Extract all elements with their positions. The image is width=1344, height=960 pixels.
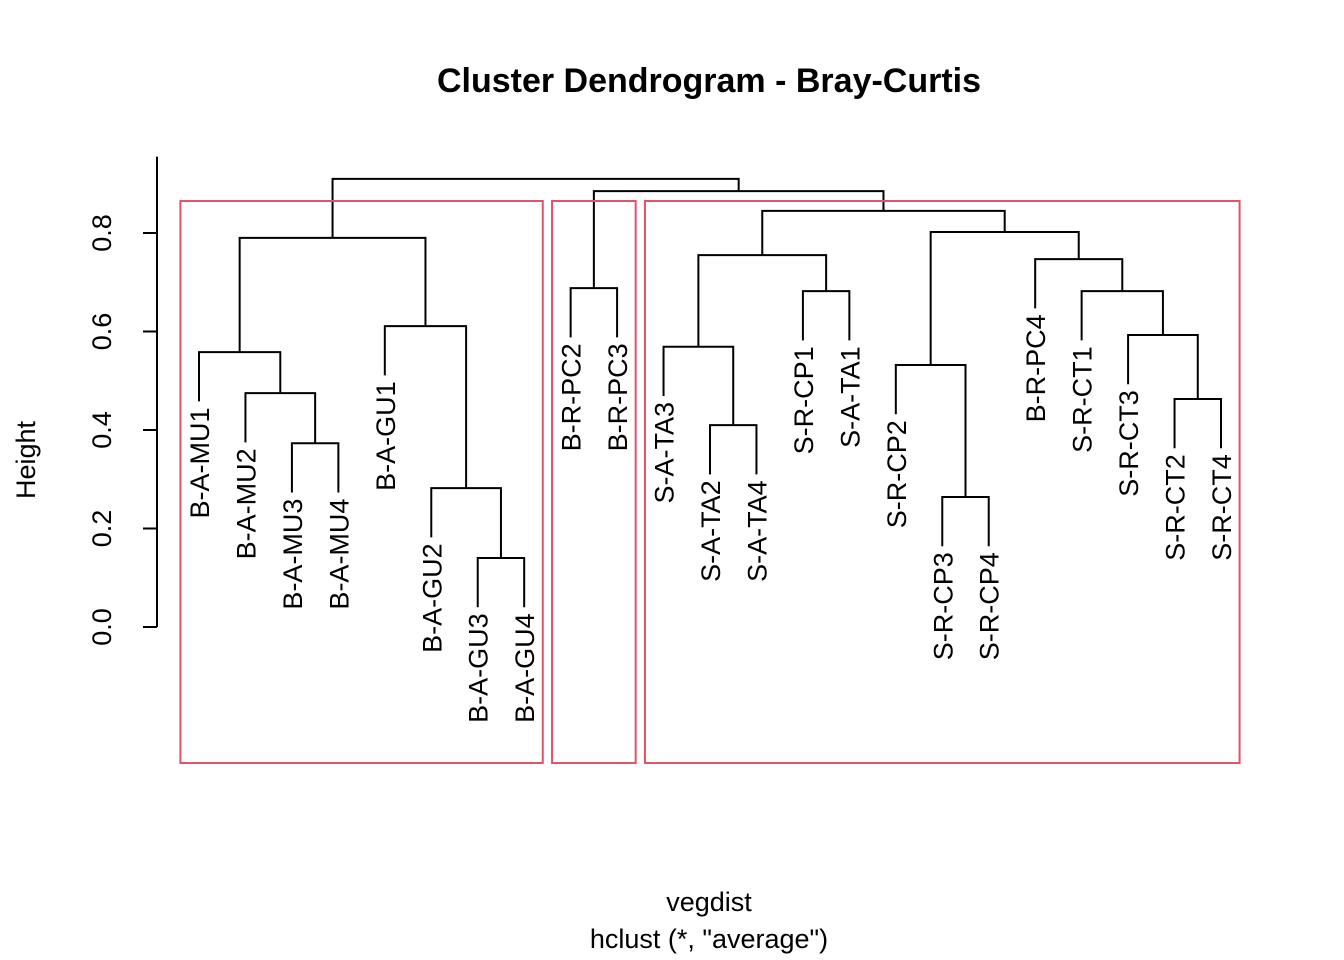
leaf-label: S-R-CT4 (1207, 454, 1237, 561)
leaf-labels: B-A-MU1 B-A-MU2 B-A-MU3 B-A-MU4 B-A-GU1B-A-G… (185, 314, 1237, 722)
leaf-label: S-R-CP1 (789, 346, 819, 454)
merge-link (290, 442, 340, 493)
merge-link (709, 424, 758, 475)
merge-link (941, 495, 990, 547)
leaf-label: B-A-MU3 (278, 499, 308, 610)
leaf-label: S-R-CP3 (928, 552, 958, 660)
leaf-label: B-R-PC4 (1021, 314, 1051, 422)
cluster-3-box (643, 199, 1241, 765)
chart-title: Cluster Dendrogram - Bray-Curtis (437, 62, 981, 100)
x-axis-label: vegdist (666, 887, 752, 917)
merge-link (1173, 397, 1222, 449)
merge-link (1080, 290, 1164, 341)
leaf-label: B-R-PC3 (603, 343, 633, 451)
leaf-label: S-A-TA1 (835, 346, 865, 448)
leaf-label: S-A-TA3 (650, 402, 680, 504)
leaf-label: B-A-GU4 (510, 613, 540, 723)
cluster-boxes (179, 199, 1241, 765)
merge-link (929, 231, 1080, 365)
leaf-label: B-A-GU1 (371, 381, 401, 491)
x-axis-sublabel: hclust (*, "average") (590, 924, 828, 954)
leaf-label: S-R-CP4 (975, 552, 1005, 660)
leaf-label: B-A-MU4 (324, 499, 354, 610)
leaf-label: S-A-TA2 (696, 480, 726, 582)
leaf-label: S-R-CT2 (1161, 454, 1191, 561)
y-axis: 0.0 0.2 0.4 0.6 0.8 (87, 156, 158, 646)
leaf-label: B-A-MU1 (185, 407, 215, 518)
leaf-label: S-A-TA4 (742, 480, 772, 582)
y-axis-label: Height (11, 420, 41, 499)
leaf-label: B-A-MU2 (231, 448, 261, 559)
merge-link (238, 236, 427, 353)
merge-link (801, 290, 851, 341)
y-tick-label: 0.0 (87, 608, 117, 646)
merge-link (476, 557, 526, 608)
merge-link (1034, 258, 1124, 309)
leaf-label: B-A-GU3 (464, 613, 494, 723)
leaf-label: B-A-GU2 (417, 543, 447, 653)
leaf-label: S-R-CP2 (882, 420, 912, 528)
leaf-label: S-R-CT1 (1068, 346, 1098, 453)
merge-link (697, 254, 828, 347)
y-tick-label: 0.8 (87, 214, 117, 252)
leaf-label: B-R-PC2 (557, 343, 587, 451)
y-tick-label: 0.2 (87, 510, 117, 548)
merge-link (569, 287, 619, 338)
merge-link (592, 190, 885, 289)
dendrogram-tree (198, 177, 1222, 608)
leaf-label: S-R-CT3 (1114, 390, 1144, 497)
merge-link (1127, 333, 1199, 399)
y-tick-label: 0.6 (87, 313, 117, 351)
y-tick-label: 0.4 (87, 411, 117, 449)
merge-link (331, 177, 740, 238)
cluster-2-box (551, 199, 637, 765)
merge-link (244, 392, 317, 444)
cluster-1-box (179, 199, 544, 765)
